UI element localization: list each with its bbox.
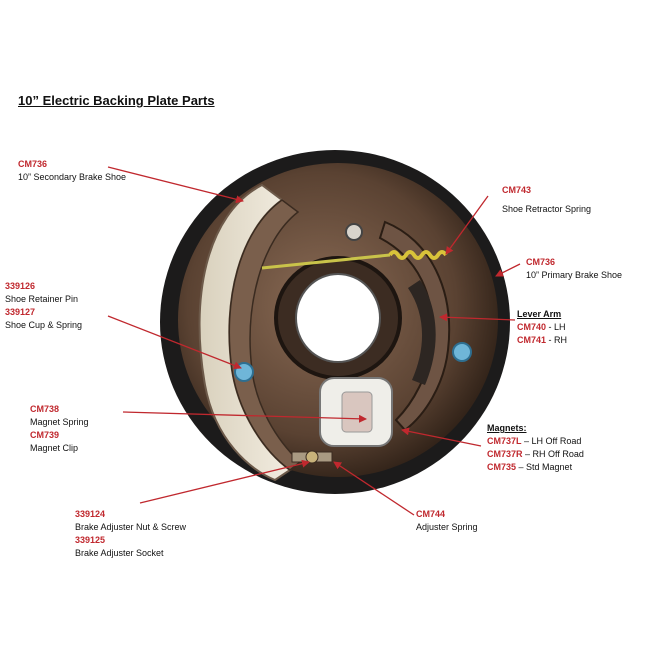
brake-adjuster — [291, 450, 333, 464]
part-code: 339124 — [75, 509, 106, 519]
leader-magnets — [401, 427, 482, 447]
shoe-retainer-pin-left — [234, 362, 254, 382]
retractor-spring — [261, 250, 448, 270]
part-desc: 10” Primary Brake Shoe — [526, 270, 623, 280]
leader-lever-arm — [439, 313, 516, 322]
page-title: 10” Electric Backing Plate Parts — [18, 93, 215, 108]
part-desc: 10” Secondary Brake Shoe — [18, 172, 127, 182]
part-code: CM744 — [416, 509, 446, 519]
part-code: CM738 — [30, 404, 60, 414]
part-code: CM736 — [526, 257, 556, 267]
leader-primary-shoe — [495, 263, 521, 277]
shoe-retainer-pin-right — [452, 342, 472, 362]
part-code: CM740 — [517, 322, 547, 332]
lever-arm-rh: CM741 - RH — [517, 334, 567, 347]
magnet-item: CM735 – Std Magnet — [487, 461, 584, 474]
part-desc: - LH — [548, 322, 566, 332]
label-primary-shoe: CM736 10” Primary Brake Shoe — [526, 256, 622, 282]
part-desc: Brake Adjuster Socket — [75, 548, 164, 558]
magnets-header: Magnets: — [487, 423, 527, 433]
label-magnet-spring: CM738 Magnet Spring CM739 Magnet Clip — [30, 403, 89, 455]
lever-arm — [408, 280, 436, 385]
label-retainer-pin: 339126 Shoe Retainer Pin 339127 Shoe Cup… — [5, 280, 82, 332]
part-desc: Magnet Clip — [30, 443, 79, 453]
label-adjuster-spring: CM744 Adjuster Spring — [416, 508, 478, 534]
leader-magnet-spring — [122, 411, 367, 423]
leader-retractor-spring — [445, 195, 489, 255]
leader-retainer-pin — [107, 315, 242, 370]
part-desc: – LH Off Road — [524, 436, 582, 446]
leader-adjuster-spring — [333, 461, 415, 516]
label-magnets: Magnets: CM737L – LH Off Road CM737R – R… — [487, 422, 584, 474]
lever-arm-lh: CM740 - LH — [517, 321, 567, 334]
part-desc: – RH Off Road — [525, 449, 584, 459]
label-retractor-spring: CM743 Shoe Retractor Spring — [502, 184, 591, 216]
part-code: CM739 — [30, 430, 60, 440]
part-desc: – Std Magnet — [518, 462, 573, 472]
part-code: 339126 — [5, 281, 36, 291]
part-desc: Shoe Retainer Pin — [5, 294, 79, 304]
label-lever-arm: Lever Arm CM740 - LH CM741 - RH — [517, 308, 567, 347]
part-code: CM735 — [487, 462, 517, 472]
part-desc: Brake Adjuster Nut & Screw — [75, 522, 187, 532]
part-desc: Shoe Retractor Spring — [502, 204, 592, 214]
part-desc: Shoe Cup & Spring — [5, 320, 83, 330]
part-code: CM737L — [487, 436, 522, 446]
magnet-item: CM737R – RH Off Road — [487, 448, 584, 461]
magnet — [319, 377, 393, 447]
part-code: CM743 — [502, 185, 532, 195]
part-code: CM737R — [487, 449, 523, 459]
part-code: 339125 — [75, 535, 106, 545]
part-desc: Magnet Spring — [30, 417, 89, 427]
label-adjuster-nut: 339124 Brake Adjuster Nut & Screw 339125… — [75, 508, 186, 560]
label-secondary-shoe: CM736 10” Secondary Brake Shoe — [18, 158, 126, 184]
part-code: CM741 — [517, 335, 547, 345]
anchor-pin — [345, 223, 363, 241]
part-code: CM736 — [18, 159, 48, 169]
leader-lines — [107, 166, 521, 516]
leader-secondary-shoe — [107, 166, 244, 204]
leader-adjuster-nut — [139, 459, 310, 504]
magnet-item: CM737L – LH Off Road — [487, 435, 584, 448]
lever-arm-header: Lever Arm — [517, 309, 562, 319]
center-hub-hole — [295, 273, 381, 363]
part-desc: Adjuster Spring — [416, 522, 478, 532]
part-code: 339127 — [5, 307, 36, 317]
part-desc: - RH — [548, 335, 568, 345]
